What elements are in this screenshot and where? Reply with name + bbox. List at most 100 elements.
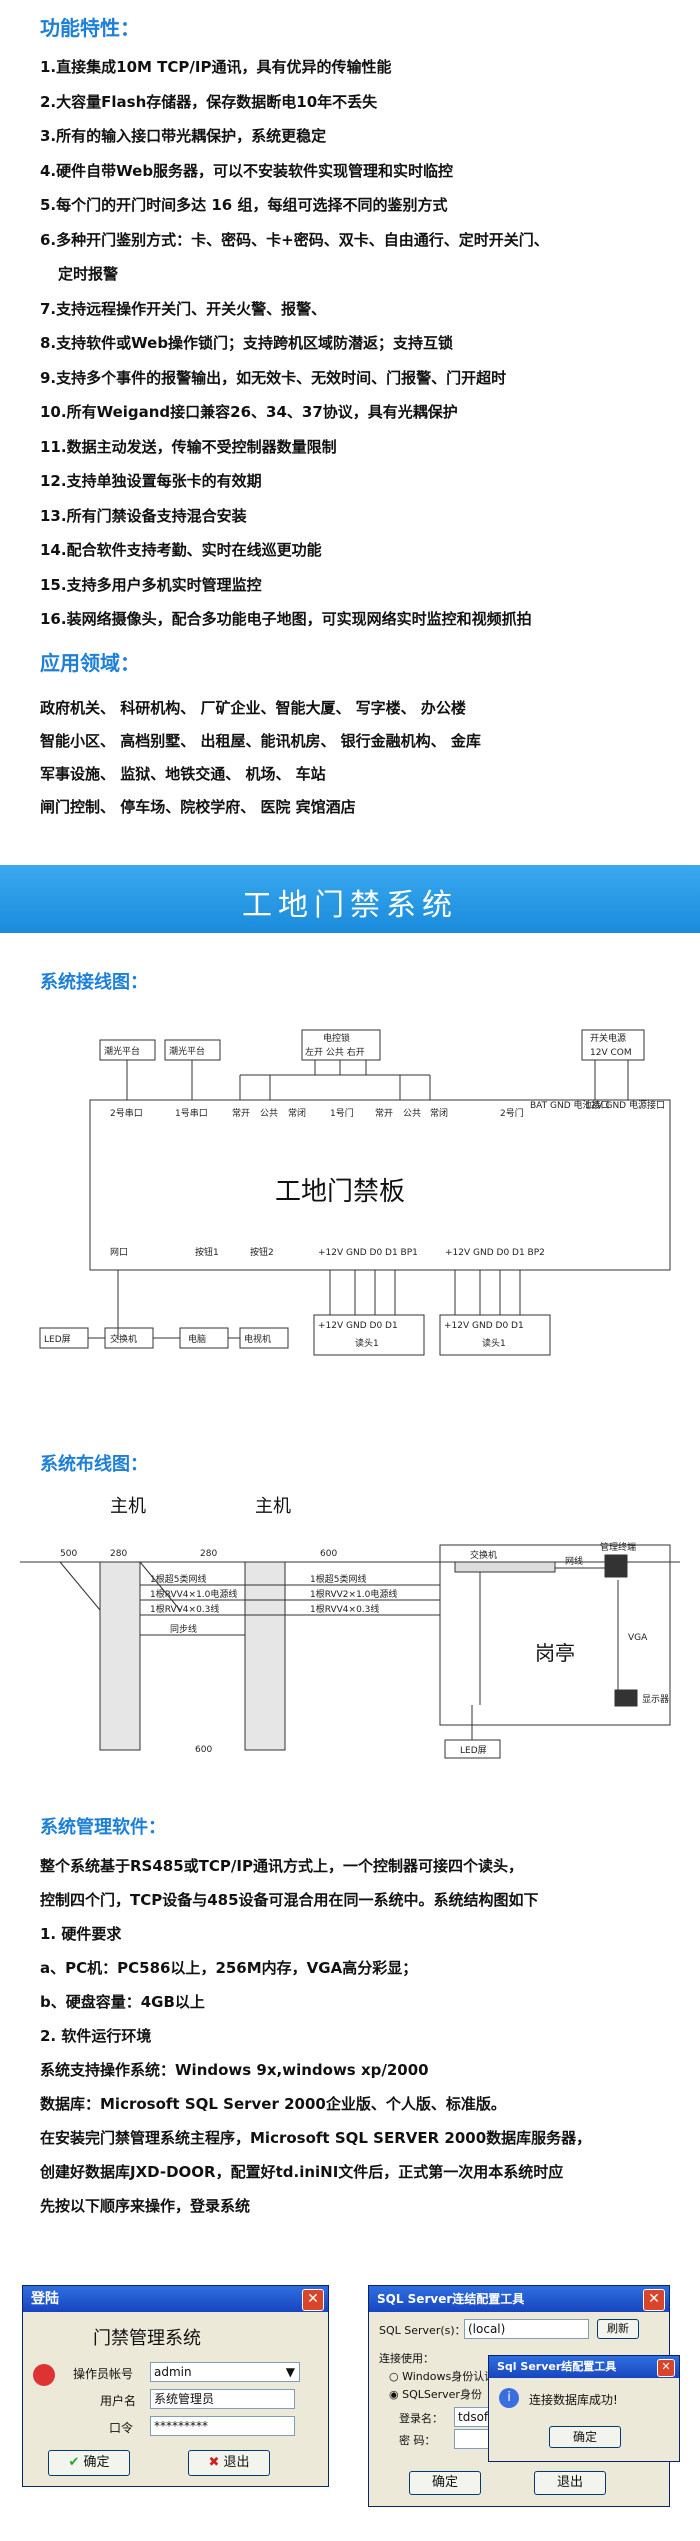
board-box: [89, 1099, 671, 1271]
software-paragraph: 2. 软件运行环境: [40, 2027, 152, 2045]
vga-label: VGA: [628, 1633, 648, 1643]
line2-1: 1根RVV2×1.0电源线: [310, 1588, 397, 1600]
feature-item: 4.硬件自带Web服务器，可以不安装软件实现管理和实时临控: [40, 161, 454, 180]
application-line: 军事设施、 监狱、地铁交通、 机场、 车站: [40, 765, 326, 783]
line2-2: 1根RVV4×0.3线: [310, 1603, 379, 1615]
sql-login-field[interactable]: tdsoft: [454, 2407, 499, 2427]
software-paragraph: 在安装完门禁管理系统主程序，Microsoft SQL SERVER 2000数…: [40, 2129, 592, 2147]
feature-item: 9.支持多个事件的报警输出，如无效卡、无效时间、门报警、门开超时: [40, 368, 507, 387]
software-paragraph: 1. 硬件要求: [40, 1925, 122, 1943]
reader1-pins: +12V GND D0 D1: [318, 1321, 398, 1331]
chain-tv: 电视机: [244, 1333, 271, 1345]
feature-item: 13.所有门禁设备支持混合安装: [40, 506, 247, 525]
led-label: LED屏: [460, 1745, 487, 1756]
login-ok-button[interactable]: ✔ 确定: [48, 2450, 130, 2476]
dim-1: 280: [110, 1549, 127, 1559]
login-titlebar: 登陆 ✕: [23, 2286, 328, 2312]
check-icon: ✔: [68, 2455, 84, 2470]
feature-item: 15.支持多用户多机实时管理监控: [40, 575, 262, 594]
username-label: 用户名: [100, 2394, 137, 2408]
password-label: 口令: [109, 2421, 134, 2435]
reader2-pins: +12V GND D0 D1: [444, 1321, 524, 1331]
dialog-ok-button[interactable]: 确定: [549, 2426, 621, 2448]
feature-item: 11.数据主动发送，传输不受控制器数量限制: [40, 437, 337, 456]
feature-item: 2.大容量Flash存储器，保存数据断电10年不丢失: [40, 92, 378, 111]
software-paragraph: b、硬盘容量：4GB以上: [40, 1993, 205, 2011]
booth-label: 岗亭: [535, 1641, 575, 1665]
chain-switch: 交换机: [110, 1333, 137, 1345]
cross-icon: ✖: [208, 2455, 224, 2470]
port-8: 常闭: [430, 1107, 448, 1119]
elec-lock-sub: 左开 公共 右开: [305, 1046, 365, 1058]
sql-close-icon[interactable]: ✕: [643, 2289, 665, 2311]
feature-item: 12.支持单独设置每张卡的有效期: [40, 472, 262, 490]
traffic-light-icon: [33, 2364, 55, 2386]
sql-cancel-button[interactable]: 退出: [534, 2471, 606, 2495]
banner-title: 工地门禁系统: [242, 888, 458, 923]
port-4: 常闭: [288, 1107, 306, 1119]
refresh-button[interactable]: 刷新: [597, 2319, 639, 2339]
port-1: 1号串口: [175, 1108, 208, 1119]
layout-title: 系统布线图：: [40, 1454, 148, 1475]
close-icon[interactable]: ✕: [302, 2289, 324, 2311]
login-window: 登陆 ✕ 门禁管理系统 操作员帐号 admin▼ 用户名 系统管理员 口令 **…: [22, 2285, 329, 2487]
port-3: 公共: [260, 1108, 278, 1119]
port-2: 常开: [232, 1107, 250, 1119]
chain-led: LED屏: [44, 1334, 71, 1345]
software-paragraph: a、PC机：PC586以上，256M内存，VGA高分彩显；: [40, 1959, 418, 1977]
wiring-diagram: 潮光平台 潮光平台 电控锁 左开 公共 右开 开关电源 12V COM 2号串口…: [39, 1029, 671, 1356]
operator-label: 操作员帐号: [73, 2367, 134, 2381]
application-line: 智能小区、 高档别墅、 出租屋、能讯机房、 银行金融机构、 金库: [40, 732, 481, 750]
software-paragraph: 控制四个门，TCP设备与485设备可混合用在同一系统中。系统结构图如下: [40, 1891, 539, 1909]
line-0: 1根超5类网线: [150, 1573, 206, 1585]
server-select[interactable]: (local): [464, 2319, 589, 2339]
platform-box-1: 潮光平台: [104, 1045, 140, 1057]
feature-item: 10.所有Weigand接口兼容26、34、37协议，具有光耦保护: [40, 403, 458, 421]
switch-label: 交换机: [470, 1549, 497, 1561]
software-title: 系统管理软件：: [40, 1817, 166, 1838]
dialog-close-icon[interactable]: ✕: [657, 2359, 675, 2377]
port-0: 2号串口: [110, 1108, 143, 1119]
port-6: 常开: [375, 1107, 393, 1119]
power-port: 12V GND 电源接口: [585, 1099, 665, 1111]
layout-diagram: 500 280 280 600 1根超5类网线 1根RVV4×1.0电源线 1根…: [20, 1496, 680, 1759]
dialog-title: Sql Server结配置工具: [497, 2360, 617, 2373]
port-9: 2号门: [500, 1107, 524, 1119]
software-paragraph: 系统支持操作系统：Windows 9x,windows xp/2000: [40, 2061, 429, 2079]
username-field[interactable]: 系统管理员: [150, 2389, 295, 2409]
sql-pwd-label: 密 码：: [399, 2434, 436, 2447]
sql-success-dialog: Sql Server结配置工具 ✕ i 连接数据库成功! 确定: [488, 2355, 680, 2462]
chevron-down-icon[interactable]: ▼: [285, 2365, 295, 2379]
login-title: 登陆: [31, 2291, 59, 2307]
reader-pins-2: +12V GND D0 D1 BP2: [445, 1248, 545, 1258]
port-7: 公共: [403, 1108, 421, 1119]
windows-auth-radio[interactable]: ○ Windows身份认证: [389, 2370, 496, 2383]
line2-0: 1根超5类网线: [310, 1573, 366, 1585]
bat-port: BAT GND 电池接口: [530, 1099, 610, 1111]
reader-pins-1: +12V GND D0 D1 BP1: [318, 1248, 418, 1258]
banner: [0, 865, 700, 933]
server-label: SQL Server(s)：: [379, 2324, 466, 2337]
port-5: 1号门: [330, 1107, 354, 1119]
reader1-label: 读头1: [355, 1337, 379, 1349]
sql-ok-button[interactable]: 确定: [409, 2471, 481, 2495]
applications-title: 应用领域：: [40, 651, 140, 675]
feature-item: 5.每个门的开门时间多达 16 组，每组可选择不同的鉴别方式: [40, 196, 448, 214]
sql-auth-radio[interactable]: ◉ SQLServer身份: [389, 2388, 482, 2401]
wiring-title: 系统接线图：: [40, 972, 148, 993]
feature-item: 16.装网络摄像头，配合多功能电子地图，可实现网络实时监控和视频抓拍: [40, 610, 532, 628]
software-paragraph: 创建好数据库JXD-DOOR，配置好td.iniNI文件后，正式第一次用本系统时…: [40, 2163, 564, 2181]
login-cancel-button[interactable]: ✖ 退出: [188, 2450, 270, 2476]
connect-label: 连接使用：: [379, 2352, 434, 2365]
line-1: 1根RVV4×1.0电源线: [150, 1588, 237, 1600]
monitor-label: 显示器: [642, 1694, 669, 1705]
reader2-label: 读头1: [482, 1337, 506, 1349]
application-line: 闸门控制、 停车场、院校学府、 医院 宾馆酒店: [40, 798, 356, 816]
feature-item: 3.所有的输入接口带光耦保护，系统更稳定: [40, 127, 327, 145]
operator-select[interactable]: admin▼: [150, 2362, 300, 2382]
bottom-port-0: 网口: [110, 1247, 128, 1258]
dim-5: 600: [320, 1549, 337, 1559]
password-field[interactable]: *********: [150, 2416, 295, 2436]
feature-item: 6.多种开门鉴别方式：卡、密码、卡+密码、双卡、自由通行、定时开关门、: [40, 230, 549, 249]
sql-titlebar: SQL Server连结配置工具 ✕: [369, 2286, 669, 2312]
